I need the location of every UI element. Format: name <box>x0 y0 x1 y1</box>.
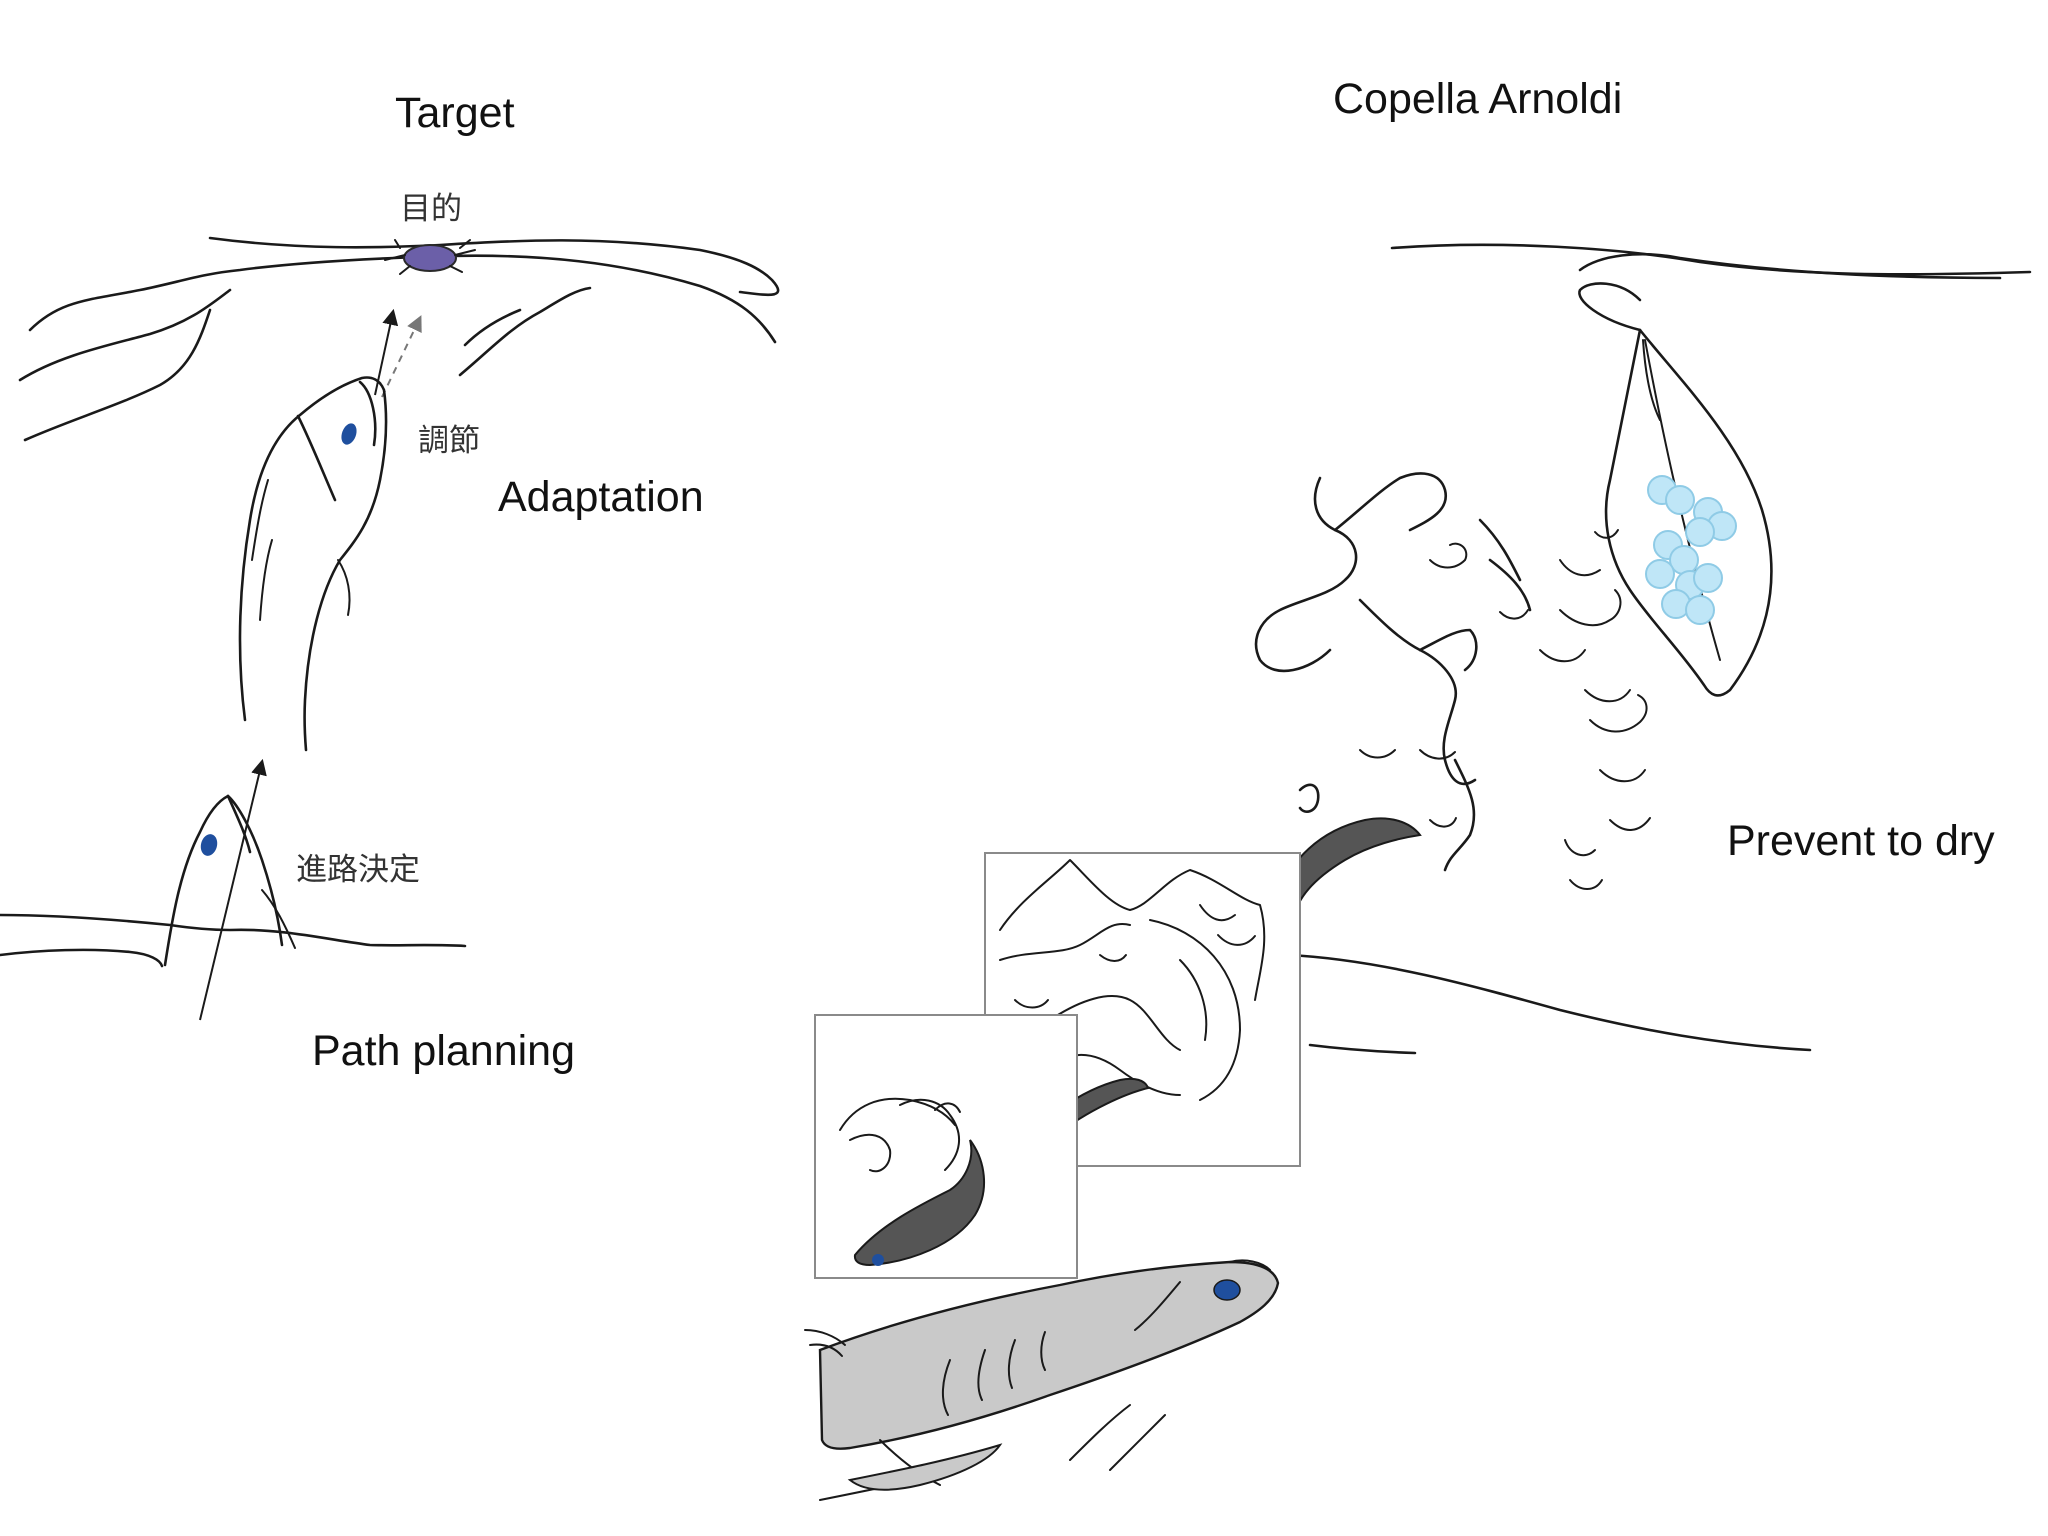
label-adjust-jp: 調節 <box>418 423 480 459</box>
target-branch <box>18 236 780 442</box>
water-surface <box>1288 953 1812 1055</box>
upper-leaf <box>1390 243 2032 697</box>
eye-icon <box>872 1254 884 1266</box>
fish-bottom <box>804 1259 1280 1501</box>
label-prevent-to-dry: Prevent to dry <box>1727 817 1995 865</box>
adaptation-arrow-dashed <box>381 315 422 398</box>
eye-icon <box>341 423 357 445</box>
water-splash <box>1254 472 1651 890</box>
label-adaptation: Adaptation <box>498 473 704 521</box>
eggs-cluster <box>1645 475 1737 625</box>
fish-path-planning <box>0 794 467 968</box>
label-course-jp: 進路決定 <box>296 852 420 888</box>
label-target-jp: 目的 <box>400 191 462 227</box>
label-path-planning: Path planning <box>312 1027 575 1075</box>
label-species: Copella Arnoldi <box>1333 75 1623 123</box>
label-target: Target <box>395 89 515 137</box>
insect-icon <box>384 239 476 275</box>
eye-icon <box>200 834 218 856</box>
path-planning-arrow <box>199 758 267 1021</box>
sequence-frame-1 <box>814 1014 1078 1279</box>
eye-icon <box>1213 1279 1241 1301</box>
fish-adaptation <box>238 376 388 752</box>
jumping-fish-silhouette <box>1273 817 1422 907</box>
